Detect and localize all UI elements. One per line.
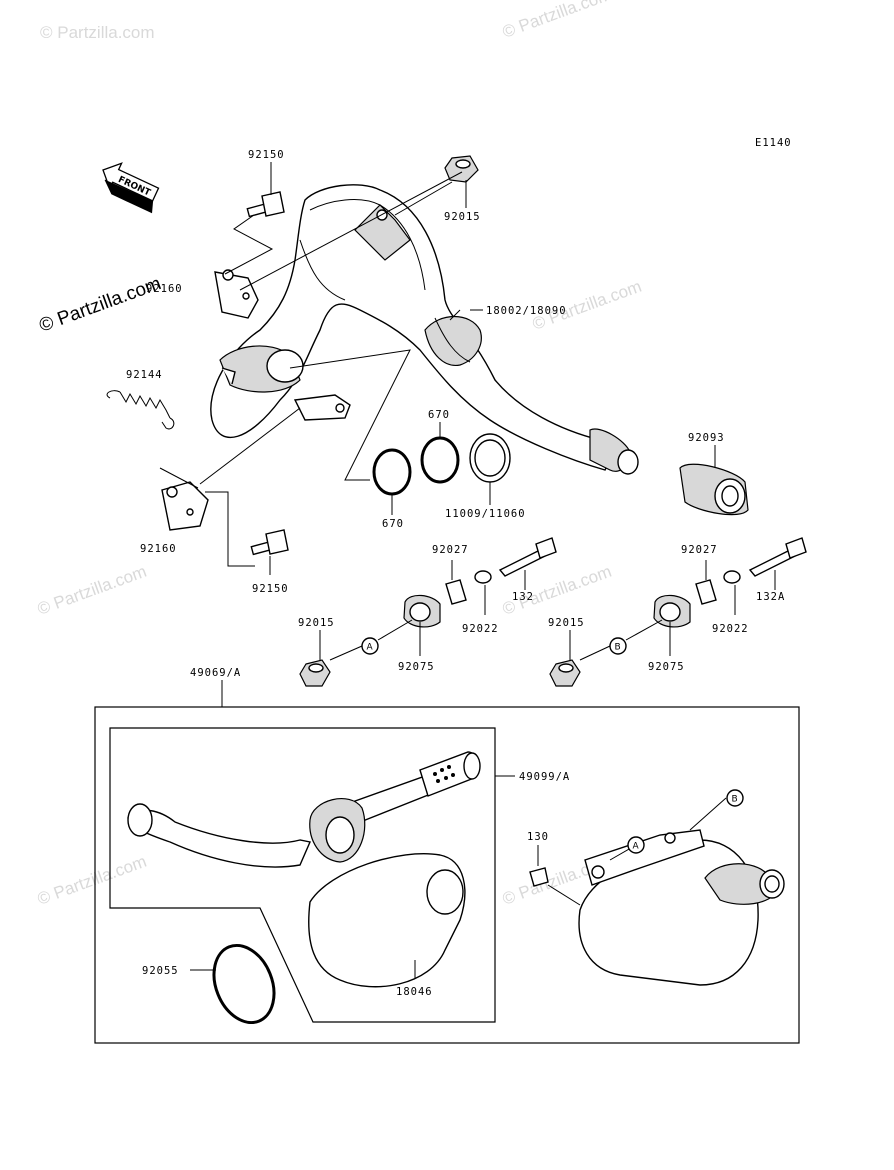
label-18046: 18046 xyxy=(396,986,433,998)
label-92015-b: 92015 xyxy=(548,617,585,629)
ref-marker-b2: B xyxy=(726,789,744,807)
watermark: © Partzilla.com xyxy=(500,0,614,42)
collar-92027-a xyxy=(445,579,467,605)
label-92022-b: 92022 xyxy=(712,623,749,635)
gasket-92055 xyxy=(212,943,276,1025)
part-labels: 92150 92015 92160 18002/18090 92144 670 … xyxy=(126,149,785,998)
o-ring-670-left xyxy=(372,448,412,496)
leader-lines xyxy=(159,162,776,978)
label-18002: 18002/18090 xyxy=(486,305,567,317)
expansion-chamber xyxy=(210,184,639,475)
label-11009: 11009/11060 xyxy=(445,508,526,520)
label-92075-b: 92075 xyxy=(648,661,685,673)
label-670-bottom: 670 xyxy=(382,518,404,530)
bolt-130 xyxy=(529,867,549,887)
svg-text:A: A xyxy=(633,842,640,852)
label-92027-a: 92027 xyxy=(432,544,469,556)
watermark: © Partzilla.com xyxy=(35,852,149,909)
o-ring-670-right xyxy=(420,436,460,484)
gasket-11009-inner xyxy=(474,439,506,477)
label-92150-bottom: 92150 xyxy=(252,583,289,595)
label-132A: 132A xyxy=(756,591,785,603)
silencer-body xyxy=(529,829,785,986)
ref-marker-a1: A xyxy=(361,637,379,655)
spring-92144 xyxy=(106,390,175,430)
label-49069: 49069/A xyxy=(190,667,241,679)
inner-pipe-49099 xyxy=(127,751,481,868)
label-670-top: 670 xyxy=(428,409,450,421)
front-arrow-icon: FRONT xyxy=(102,162,160,214)
collar-92027-b xyxy=(695,579,717,605)
label-92015-top: 92015 xyxy=(444,211,481,223)
washer-92022-a xyxy=(474,570,492,584)
label-92027-b: 92027 xyxy=(681,544,718,556)
svg-text:A: A xyxy=(367,643,374,653)
mount-bracket-bottom xyxy=(161,481,209,531)
inner-pipe-frame xyxy=(109,727,496,1023)
watermark: © Partzilla.com xyxy=(35,562,149,619)
label-92022-a: 92022 xyxy=(462,623,499,635)
packing-18046 xyxy=(308,853,466,988)
label-130: 130 xyxy=(527,831,549,843)
washer-92022-b xyxy=(723,570,741,584)
label-92075-a: 92075 xyxy=(398,661,435,673)
ref-marker-a2: A xyxy=(627,836,645,854)
label-92093: 92093 xyxy=(688,432,725,444)
watermark-main: © Partzilla.com xyxy=(37,273,164,337)
label-132: 132 xyxy=(512,591,534,603)
svg-text:B: B xyxy=(615,643,621,653)
bolt-92150-bottom xyxy=(250,529,289,556)
label-92144: 92144 xyxy=(126,369,163,381)
svg-text:B: B xyxy=(732,795,738,805)
label-92160-top: 92160 xyxy=(146,283,183,295)
sleeve-92093 xyxy=(679,463,749,516)
label-92160-bottom: 92160 xyxy=(140,543,177,555)
label-92150-top: 92150 xyxy=(248,149,285,161)
ref-marker-b1: B xyxy=(609,637,627,655)
damper-group-a xyxy=(299,537,557,687)
label-92055: 92055 xyxy=(142,965,179,977)
bolt-92150-top xyxy=(246,191,285,218)
silencer-assembly-frame xyxy=(94,706,800,1044)
watermark: © Partzilla.com xyxy=(40,23,155,42)
mount-bracket-top xyxy=(214,269,259,319)
diagram-code: E1140 xyxy=(755,137,792,149)
label-49099: 49099/A xyxy=(519,771,570,783)
label-92015-a: 92015 xyxy=(298,617,335,629)
damper-group-b xyxy=(549,537,807,687)
nut-92015-top xyxy=(444,155,479,183)
